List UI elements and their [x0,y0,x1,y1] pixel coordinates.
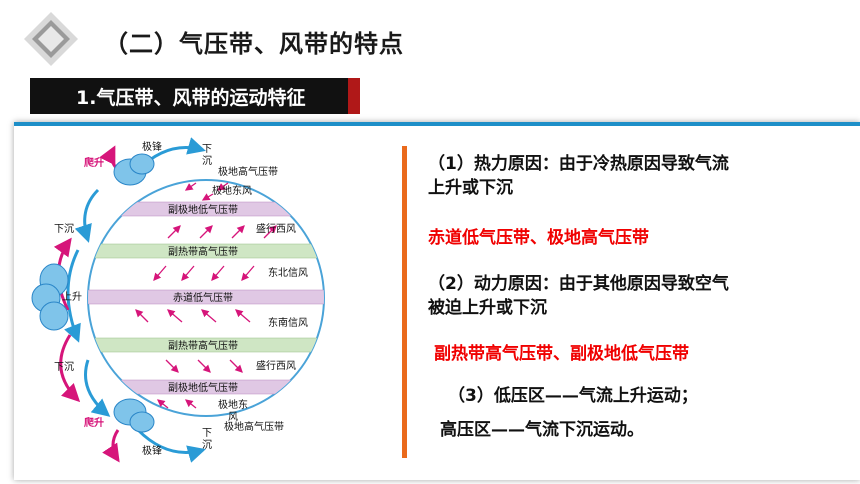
thermal-cause-answer: 赤道低气压带、极地高气压带 [428,228,649,248]
label-polar-front-s: 极锋 [142,444,162,457]
belt-subpolar-low-s [88,379,324,395]
label-polar-easterly-s-1: 极地东 [218,398,248,411]
page-title: （二）气压带、风带的特点 [104,30,404,58]
belt-equatorial-low [88,289,324,305]
thermal-cause-line2: 上升或下沉 [428,178,513,198]
dynamic-cause-line1: （2）动力原因：由于其他原因导致空气 [428,274,729,294]
label-sink-left-s: 下沉 [54,360,74,373]
subtitle-text: 1.气压带、风带的运动特征 [76,87,306,109]
diamond-logo-icon [24,12,78,66]
subtitle-banner: 1.气压带、风带的运动特征 [30,78,360,114]
pressure-belt-diagram: 副极地低气压带 副热带高气压带 赤道低气压带 副热带高气压带 副极地低气压带 极… [31,137,325,463]
label-polar-high-n: 极地高气压带 [218,165,278,178]
label-climb-s: 爬升 [83,416,104,429]
label-se-trade: 东南信风 [268,316,308,329]
label-subtropical-high-n: 副热带高气压带 [168,245,238,258]
card-top-line [14,122,860,126]
dynamic-cause-answer: 副热带高气压带、副极地低气压带 [434,344,689,364]
label-polar-easterly-n: 极地东风 [212,184,252,197]
label-equatorial-low: 赤道低气压带 [173,291,233,304]
low-pressure-note: （3）低压区——气流上升运动； [448,386,698,406]
label-polar-easterly-s-2: 风 [228,411,238,423]
belt-subtropical-high-n [88,243,324,259]
subtitle-accent [348,78,360,114]
label-subtropical-high-s: 副热带高气压带 [168,339,238,352]
label-polar-front-n: 极锋 [142,140,162,153]
label-westerly-s: 盛行西风 [256,359,296,372]
thermal-cause-line1: （1）热力原因：由于冷热原因导致气流 [428,154,729,174]
label-sink-bottom-1: 下 [202,428,212,439]
label-sink-bottom-2: 沉 [202,438,212,451]
belt-subtropical-high-s [88,337,324,353]
belt-subpolar-low-n [88,201,324,217]
label-ne-trade: 东北信风 [268,266,308,279]
label-sink-top-1: 下 [202,144,212,155]
label-subpolar-low-s: 副极地低气压带 [168,381,238,394]
label-subpolar-low-n: 副极地低气压带 [168,203,238,216]
label-climb-n: 爬升 [83,156,104,169]
label-westerly-n: 盛行西风 [256,222,296,235]
label-sink-left-n: 下沉 [54,222,74,235]
label-polar-high-s: 极地高气压带 [224,420,284,433]
label-sink-top-2: 沉 [202,154,212,167]
dynamic-cause-line2: 被迫上升或下沉 [428,298,547,318]
orange-divider [402,146,407,458]
label-rise-center: 上升 [62,291,82,303]
high-pressure-note: 高压区——气流下沉运动。 [440,420,644,440]
